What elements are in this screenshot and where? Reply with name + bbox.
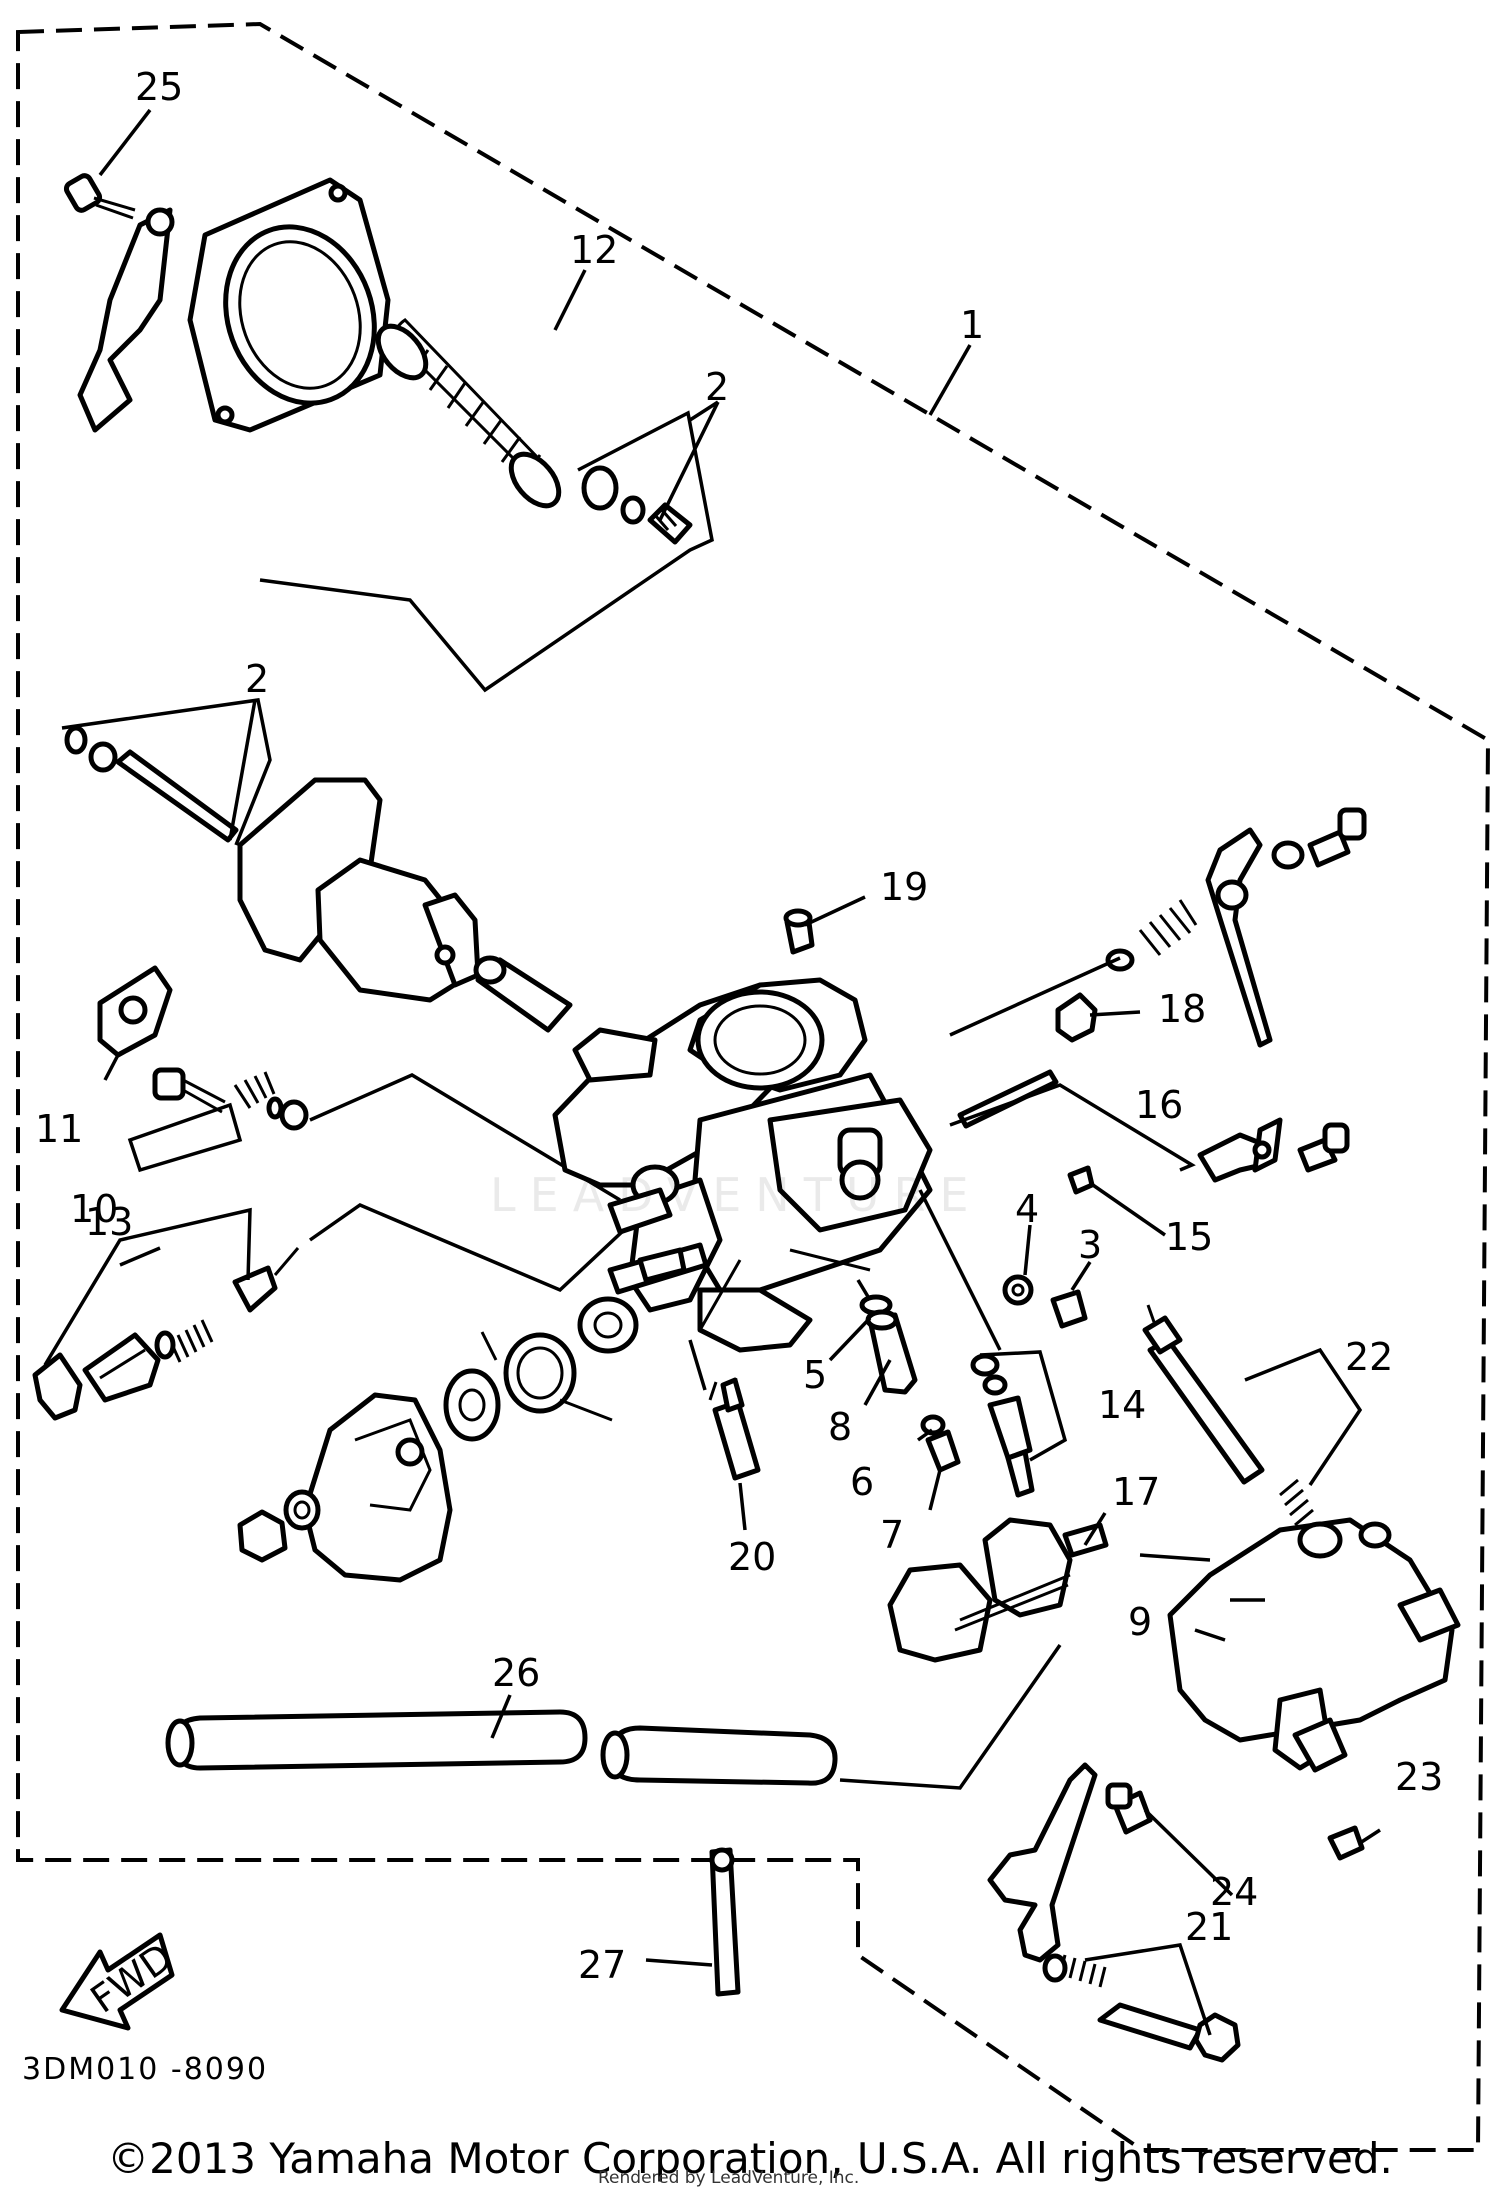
collar xyxy=(577,1296,639,1354)
watermark: LEADVENTURE xyxy=(490,1168,983,1222)
callout-26: 26 xyxy=(492,1651,540,1695)
float-bowl-top xyxy=(572,1027,658,1083)
pilot-screw-20 xyxy=(708,1377,761,1481)
holder-13 xyxy=(82,1332,161,1403)
callout-20: 20 xyxy=(728,1535,776,1579)
callout-9: 9 xyxy=(1128,1600,1152,1644)
callout-19: 19 xyxy=(880,865,928,909)
callout-15: 15 xyxy=(1165,1215,1213,1259)
float-17 xyxy=(887,1517,1109,1663)
screw-25 xyxy=(63,173,136,220)
screw-choke xyxy=(1307,807,1367,868)
screw-23 xyxy=(1327,1825,1365,1861)
callout-12: 12 xyxy=(570,228,618,272)
needle-parts-2-lower xyxy=(64,725,239,843)
screw-15 xyxy=(1067,1165,1095,1195)
screw-bracket xyxy=(1297,1122,1350,1173)
washer-throttle xyxy=(443,1368,501,1442)
float-chamber-9 xyxy=(1167,1517,1461,1773)
callout-17: 17 xyxy=(1112,1470,1160,1514)
carburetor-body xyxy=(552,977,933,1353)
callout-25: 25 xyxy=(135,65,183,109)
callout-5: 5 xyxy=(803,1353,827,1397)
needle-parts-2-upper xyxy=(581,465,693,545)
intake-cover xyxy=(187,177,391,433)
fwd-arrow: FWD xyxy=(59,1932,181,2031)
cap-13 xyxy=(32,1352,83,1421)
diaphragm-piston xyxy=(237,777,481,1003)
spring-throttle xyxy=(480,1331,613,1422)
spring-21 xyxy=(1042,1953,1107,1988)
washer-choke xyxy=(1271,840,1305,870)
plug-3 xyxy=(1050,1289,1088,1329)
strip-27 xyxy=(709,1847,741,1997)
choke-lever xyxy=(1205,827,1273,1048)
hose-26 xyxy=(165,1709,838,1786)
lever-lower xyxy=(987,1762,1098,1963)
throttle-bracket-top xyxy=(77,207,175,433)
callout-2-upper: 2 xyxy=(705,365,729,409)
callout-4: 4 xyxy=(1015,1187,1039,1231)
callout-14: 14 xyxy=(1098,1383,1146,1427)
callout-1: 1 xyxy=(960,303,984,347)
choke-spring xyxy=(1105,899,1198,972)
throttle-shaft xyxy=(607,1242,709,1295)
diagram-code: 3DM010 -8090 xyxy=(22,2052,269,2087)
callout-3: 3 xyxy=(1078,1223,1102,1267)
spring-13 xyxy=(154,1319,214,1363)
callout-23: 23 xyxy=(1395,1755,1443,1799)
plate-11 xyxy=(97,965,173,1058)
callout-7: 7 xyxy=(880,1513,904,1557)
callout-6: 6 xyxy=(850,1460,874,1504)
screw-22 xyxy=(1142,1304,1265,1485)
screw-10 xyxy=(152,1067,226,1114)
float-valve-14 xyxy=(970,1353,1035,1498)
rendered-by: Rendered by LeadVenture, Inc. xyxy=(598,2168,860,2188)
needle-jet-8 xyxy=(865,1309,918,1395)
spring-10 xyxy=(233,1071,309,1131)
spring-22 xyxy=(1279,1478,1314,1527)
screw-24 xyxy=(1105,1782,1153,1835)
screw-21 xyxy=(1097,2002,1241,2063)
screw-19 xyxy=(783,908,815,955)
callout-18: 18 xyxy=(1158,987,1206,1031)
callout-11: 11 xyxy=(35,1107,83,1151)
nut-and-washer xyxy=(237,1489,321,1563)
callout-2-lower: 2 xyxy=(245,657,269,701)
assembly-boundary xyxy=(16,21,1491,2152)
bracket-15 xyxy=(1197,1117,1283,1183)
plunger-18 xyxy=(1055,992,1098,1043)
callout-8: 8 xyxy=(828,1405,852,1449)
callout-27: 27 xyxy=(578,1943,626,1987)
callout-10: 10 xyxy=(70,1187,118,1231)
callout-24: 24 xyxy=(1210,1870,1258,1914)
spring-12 xyxy=(375,318,562,509)
valve-13 xyxy=(232,1247,300,1313)
washer-4 xyxy=(1002,1274,1034,1306)
callout-22: 22 xyxy=(1345,1335,1393,1379)
copyright-notice: ©2013 Yamaha Motor Corporation, U.S.A. A… xyxy=(107,2134,1393,2183)
jet-tube xyxy=(473,955,573,1033)
callout-16: 16 xyxy=(1135,1083,1183,1127)
callout-13: 13 xyxy=(85,1200,133,1244)
main-jet-7 xyxy=(925,1429,961,1473)
throttle-pulley xyxy=(302,1392,453,1583)
callout-21: 21 xyxy=(1185,1905,1233,1949)
washer-6 xyxy=(920,1414,946,1436)
